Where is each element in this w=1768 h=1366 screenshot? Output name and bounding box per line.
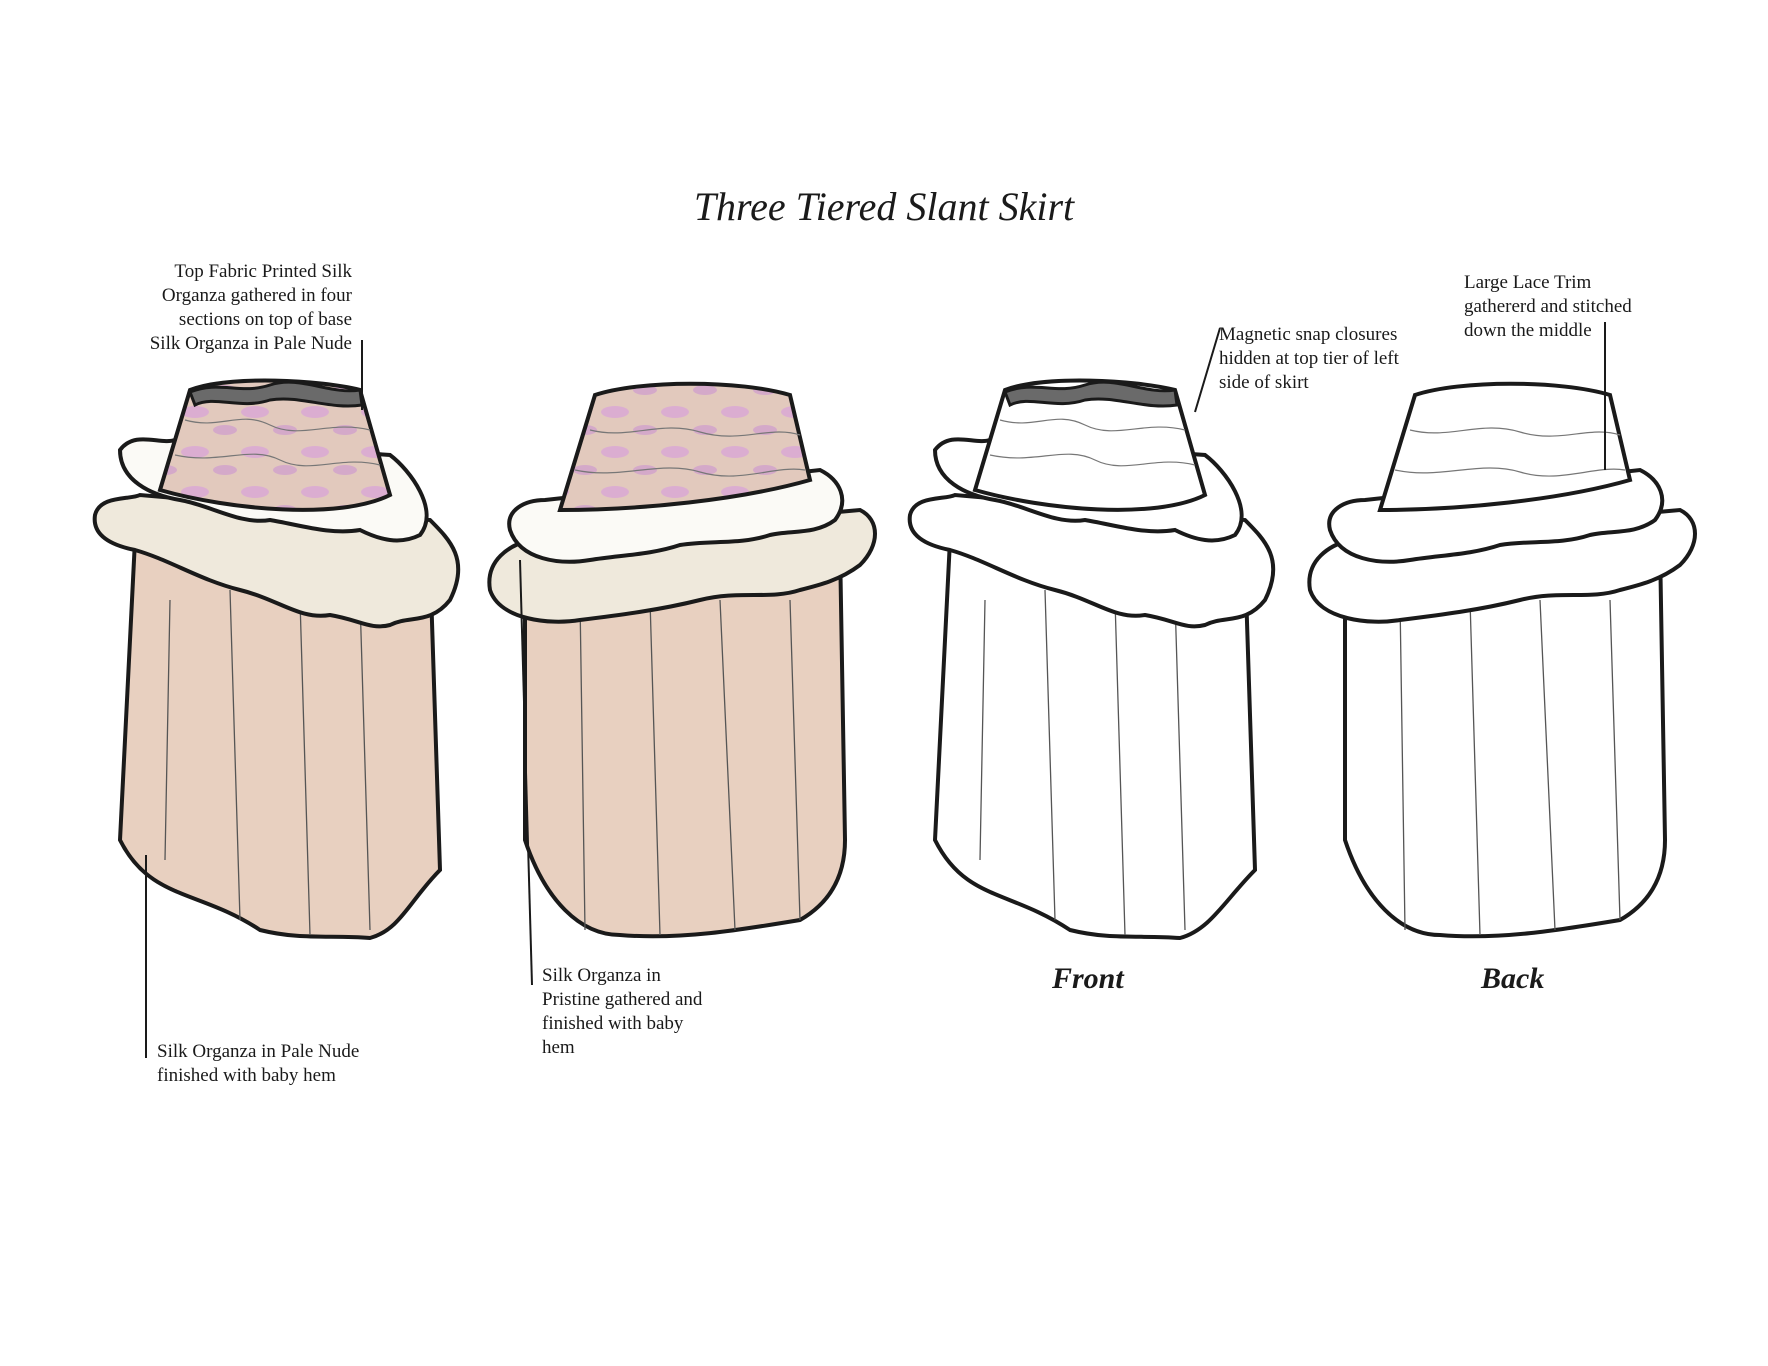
annotation-closure: Magnetic snap closures hidden at top tie… xyxy=(1219,324,1399,393)
flat-sketch-front xyxy=(907,378,1276,941)
page-title: Three Tiered Slant Skirt xyxy=(693,184,1075,229)
base-skirt xyxy=(117,537,443,941)
printed-yoke xyxy=(157,378,393,512)
printed-yoke xyxy=(557,381,813,513)
view-label-front: Front xyxy=(1052,962,1124,995)
leader-ruffle-tier xyxy=(519,559,533,986)
annotation-top-fabric: Top Fabric Printed Silk Organza gathered… xyxy=(149,261,352,354)
base-skirt xyxy=(523,543,848,939)
annotation-base-layer: Silk Organza in Pale Nude finished with … xyxy=(157,1041,360,1086)
flat-sketch-back xyxy=(1307,381,1697,939)
annotation-lace-trim: Large Lace Trim gathererd and stitched d… xyxy=(1464,272,1632,341)
leader-closure xyxy=(1194,327,1221,413)
colored-skirt-back xyxy=(487,381,877,939)
annotation-ruffle-tier: Silk Organza in Pristine gathered and fi… xyxy=(542,965,703,1058)
leader-lines xyxy=(145,322,1606,1058)
view-label-back: Back xyxy=(1481,962,1545,995)
colored-skirt-front xyxy=(92,378,461,941)
